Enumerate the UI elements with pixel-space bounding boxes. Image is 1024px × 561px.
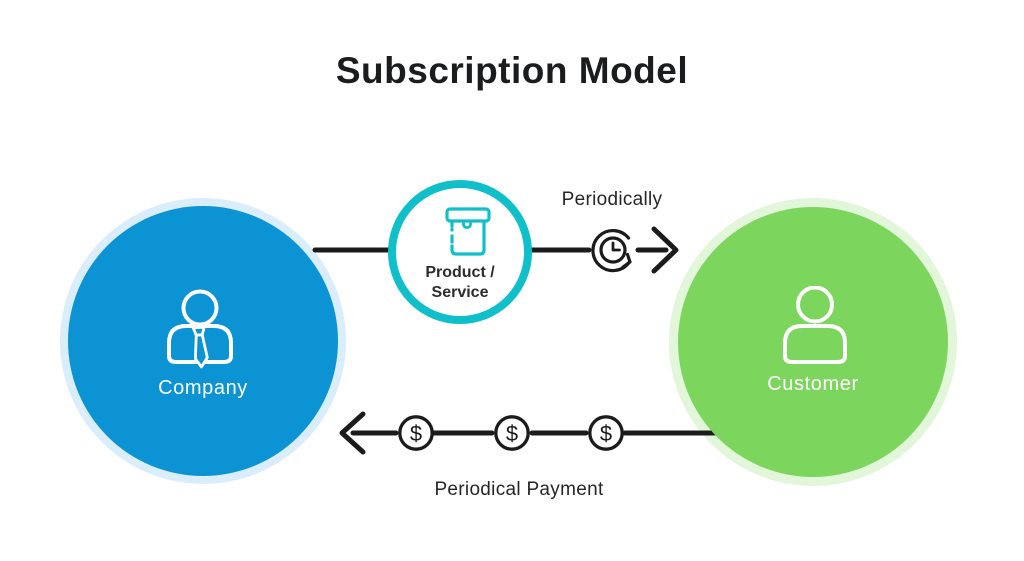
periodical-payment-label: Periodical Payment <box>434 479 604 500</box>
periodically-label: Periodically <box>561 189 663 210</box>
product-service-label: Product / Service <box>396 263 524 303</box>
dollar-sign: $ <box>600 421 612 446</box>
company-label: Company <box>158 377 248 399</box>
businessperson-icon <box>167 289 233 369</box>
top-flow-arrow <box>312 226 679 274</box>
dollar-sign: $ <box>506 421 518 446</box>
company-node: Company <box>68 206 338 476</box>
clock-refresh-icon <box>591 228 632 273</box>
person-icon <box>783 286 847 364</box>
product-box-icon <box>445 207 491 256</box>
product-label-line1: Product / <box>425 264 495 281</box>
customer-node: Customer <box>678 207 948 477</box>
right-arrowhead-icon <box>651 226 679 274</box>
left-arrowhead-icon <box>339 411 366 455</box>
dollar-coin-icon: $ <box>588 415 624 451</box>
page-title: Subscription Model <box>335 50 689 91</box>
dollar-coin-icon: $ <box>398 415 434 451</box>
bottom-flow-arrow <box>339 411 719 455</box>
customer-label: Customer <box>767 373 859 395</box>
dollar-sign: $ <box>410 421 422 446</box>
product-service-node: Product / Service <box>388 180 532 324</box>
product-label-line2: Service <box>431 284 489 301</box>
dollar-coin-icon: $ <box>494 415 530 451</box>
